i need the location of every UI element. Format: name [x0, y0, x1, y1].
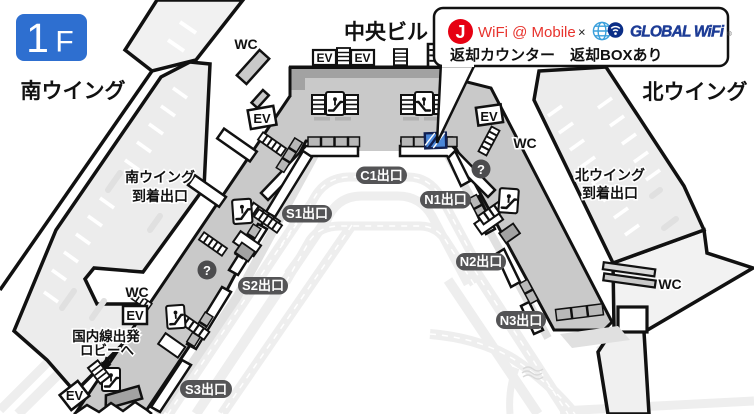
svg-text:J: J	[455, 22, 465, 42]
svg-text:®: ®	[727, 30, 732, 38]
svg-text:C1出口: C1出口	[360, 168, 403, 183]
svg-text:南ウイング: 南ウイング	[125, 169, 195, 185]
svg-text:北ウイング: 北ウイング	[575, 167, 645, 183]
svg-text:F: F	[55, 26, 73, 59]
svg-text:?: ?	[203, 263, 211, 278]
svg-text:N3出口: N3出口	[500, 313, 543, 328]
svg-text:S1出口: S1出口	[286, 206, 328, 221]
svg-text:N2出口: N2出口	[460, 254, 503, 269]
svg-text:EV: EV	[253, 111, 271, 126]
svg-text:返却カウンター 返却BOXあり: 返却カウンター 返却BOXあり	[450, 46, 663, 64]
svg-text:EV: EV	[316, 51, 332, 65]
svg-text:WC: WC	[125, 284, 148, 300]
svg-text:到着出口: 到着出口	[582, 185, 638, 201]
svg-text:S2出口: S2出口	[242, 278, 284, 293]
svg-text:EV: EV	[126, 308, 144, 323]
svg-text:EV: EV	[354, 51, 370, 65]
svg-text:北ウイング: 北ウイング	[643, 80, 748, 104]
svg-text:WiFi @ Mobile: WiFi @ Mobile	[478, 24, 576, 41]
svg-text:南ウイング: 南ウイング	[21, 79, 126, 103]
svg-text:WC: WC	[658, 276, 681, 292]
svg-text:ロビーへ: ロビーへ	[80, 343, 134, 358]
svg-text:EV: EV	[66, 388, 84, 403]
svg-text:GLOBAL WiFi: GLOBAL WiFi	[630, 24, 725, 41]
svg-text:到着出口: 到着出口	[132, 188, 188, 204]
svg-text:S3出口: S3出口	[185, 382, 227, 397]
svg-text:WC: WC	[234, 36, 257, 52]
svg-text:N1出口: N1出口	[424, 192, 467, 207]
svg-text:×: ×	[578, 25, 586, 40]
svg-text:中央ビル: 中央ビル	[344, 21, 428, 44]
svg-text:?: ?	[477, 162, 485, 177]
svg-text:EV: EV	[480, 109, 498, 124]
svg-text:WC: WC	[513, 135, 536, 151]
svg-text:国内線出発: 国内線出発	[72, 328, 140, 344]
svg-text:1: 1	[26, 15, 49, 61]
